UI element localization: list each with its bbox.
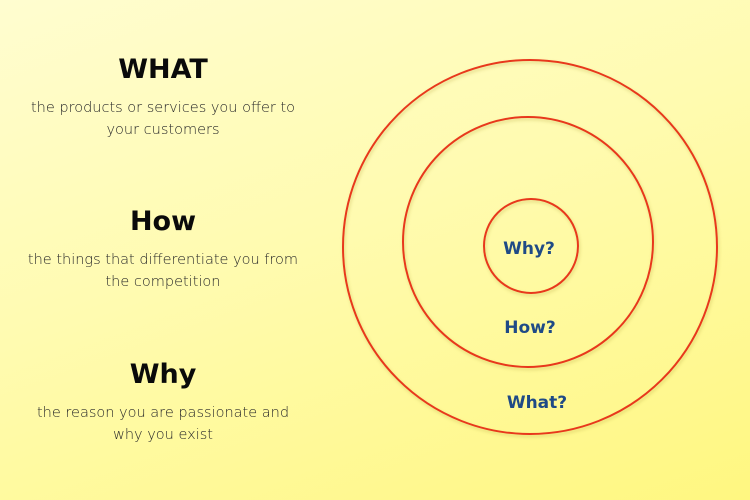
middle-circle	[402, 116, 654, 368]
how-description-line-2: the competition	[105, 274, 221, 290]
why-section: Why the reason you are passionate and wh…	[0, 359, 326, 446]
what-section: WHAT the products or services you offer …	[0, 54, 326, 141]
outer-circle-label: What?	[507, 393, 567, 413]
inner-circle-label: Why?	[503, 239, 555, 259]
how-description: the things that differentiate you from t…	[0, 249, 326, 293]
why-description: the reason you are passionate and why yo…	[0, 402, 326, 446]
how-section: How the things that differentiate you fr…	[0, 206, 326, 293]
inner-circle	[483, 198, 579, 294]
why-heading: Why	[129, 359, 197, 390]
how-heading: How	[129, 206, 197, 237]
what-heading: WHAT	[118, 54, 208, 85]
how-description-line-1: the things that differentiate you from	[27, 252, 299, 268]
what-description: the products or services you offer to yo…	[0, 97, 326, 141]
middle-circle-label: How?	[504, 318, 555, 338]
what-description-line-1: the products or services you offer to	[30, 100, 296, 116]
outer-circle	[342, 59, 718, 435]
why-description-line-1: the reason you are passionate and	[36, 405, 290, 421]
why-description-line-2: why you exist	[112, 427, 213, 443]
what-description-line-2: your customers	[106, 122, 220, 138]
